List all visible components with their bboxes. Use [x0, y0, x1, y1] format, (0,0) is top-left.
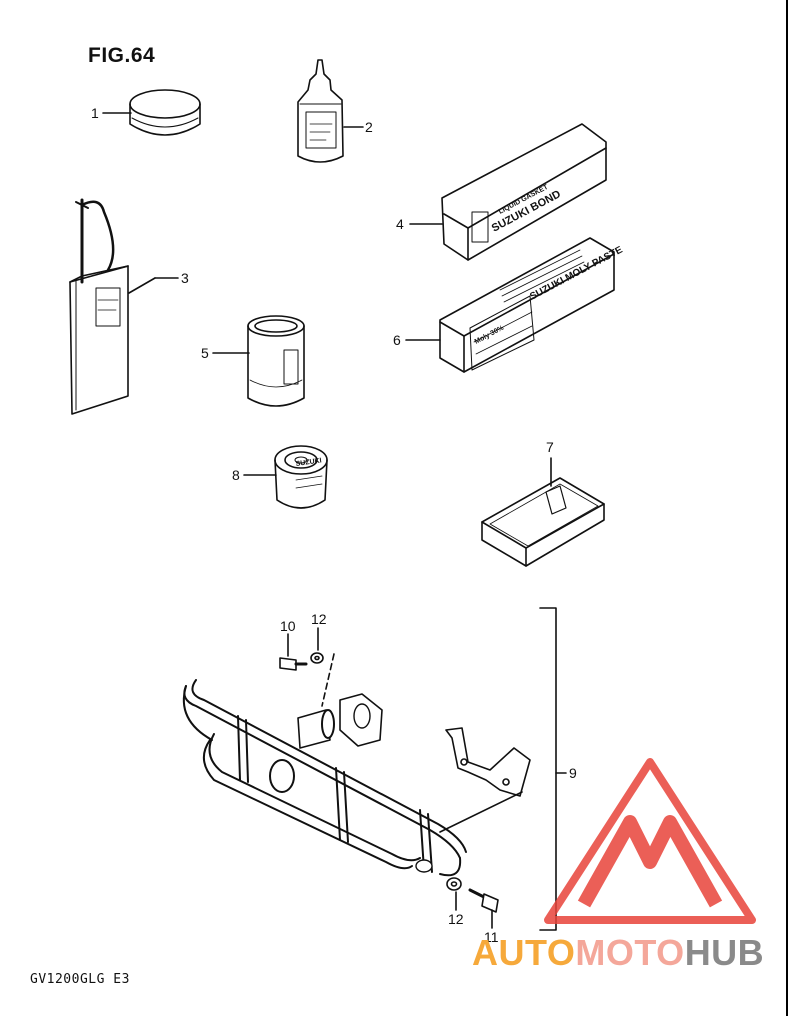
part-7-tool-case	[481, 477, 605, 567]
part-12-washer-top	[310, 652, 324, 664]
callout-7: 7	[546, 439, 554, 455]
leader-9-guard	[439, 791, 523, 833]
part-10-bolt	[279, 657, 308, 671]
part-6-paste-box	[439, 237, 615, 373]
callout-9: 9	[569, 765, 577, 781]
part-9-guard-assembly	[182, 679, 467, 877]
callout-5: 5	[201, 345, 209, 361]
watermark-logo-mark	[544, 758, 756, 924]
callout-8: 8	[232, 467, 240, 483]
part-4-bond-box	[441, 123, 607, 261]
part-3-tall-can	[69, 198, 129, 415]
tin-label: SUZUKI	[295, 457, 322, 468]
callout-10: 10	[280, 618, 296, 634]
callout-1: 1	[91, 105, 99, 121]
figure-title: FIG.64	[88, 44, 156, 67]
part-12-washer-bottom	[446, 877, 462, 891]
part-11-bolt	[468, 888, 499, 913]
callout-4: 4	[396, 216, 404, 232]
leader-10-dash	[321, 653, 335, 707]
model-code: GV1200GLG E3	[30, 972, 130, 987]
part-2-bottle	[297, 59, 344, 163]
page-edge-rule	[786, 0, 788, 1016]
part-1-cap	[129, 89, 201, 136]
callout-2: 2	[365, 119, 373, 135]
part-8-tin	[274, 445, 328, 509]
callout-12-top: 12	[311, 611, 327, 627]
watermark-part-hub: HUB	[684, 932, 765, 973]
part-5-can	[247, 315, 305, 407]
callout-3: 3	[181, 270, 189, 286]
part-9-side-bracket	[445, 727, 531, 797]
callout-11: 11	[484, 929, 499, 945]
leader-3a	[128, 277, 156, 294]
callout-12-bottom: 12	[448, 911, 464, 927]
watermark-text: AUTOMOTOHUB	[472, 932, 764, 974]
callout-6: 6	[393, 332, 401, 348]
bracket-9	[539, 607, 557, 931]
watermark-part-auto: AUTO	[472, 932, 576, 973]
watermark-part-moto: MOTO	[575, 932, 685, 973]
